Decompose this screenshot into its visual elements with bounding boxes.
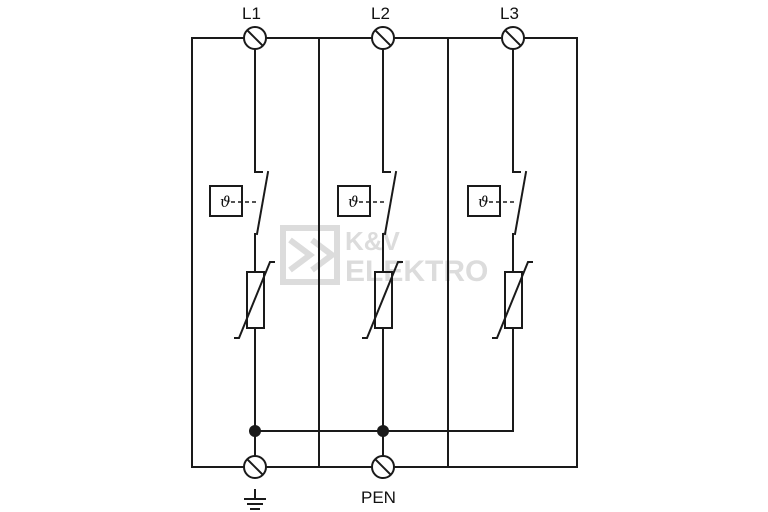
- varistor-icon: [492, 261, 533, 339]
- thermal-sensor-box: [209, 185, 243, 217]
- switch-contact-icon: [255, 170, 270, 236]
- watermark-logo-icon: [280, 225, 340, 285]
- watermark-line1: K&V: [345, 226, 401, 256]
- switch-contact-icon: [383, 170, 398, 236]
- phase-branch-l1: L1 ϑ: [209, 4, 275, 510]
- switch-contact-icon: [513, 170, 528, 236]
- thermal-sensor-symbol: ϑ: [478, 193, 489, 211]
- thermal-sensor-symbol: ϑ: [220, 193, 231, 211]
- phase-branch-l2: L2 ϑ PEN: [337, 4, 403, 507]
- enclosure-frame: [191, 37, 578, 468]
- terminal-screw-icon: [501, 26, 525, 50]
- terminal-screw-icon: [371, 455, 395, 479]
- phase-label-l1: L1: [242, 4, 261, 23]
- terminal-screw-icon: [243, 26, 267, 50]
- junction-dot: [249, 425, 261, 437]
- watermark-line2: ELEKTRO: [345, 255, 488, 288]
- junction-dot: [377, 425, 389, 437]
- thermal-sensor-symbol: ϑ: [348, 193, 359, 211]
- terminal-screw-icon: [243, 455, 267, 479]
- terminal-screw-icon: [371, 26, 395, 50]
- phase-label-l2: L2: [371, 4, 390, 23]
- thermal-sensor-box: [337, 185, 371, 217]
- pen-label: PEN: [361, 488, 396, 507]
- varistor-icon: [234, 261, 275, 339]
- ground-icon: [244, 489, 266, 510]
- watermark: K&V ELEKTRO: [280, 225, 488, 288]
- phase-branch-l3: L3 ϑ: [467, 4, 533, 432]
- thermal-sensor-box: [467, 185, 501, 217]
- phase-label-l3: L3: [500, 4, 519, 23]
